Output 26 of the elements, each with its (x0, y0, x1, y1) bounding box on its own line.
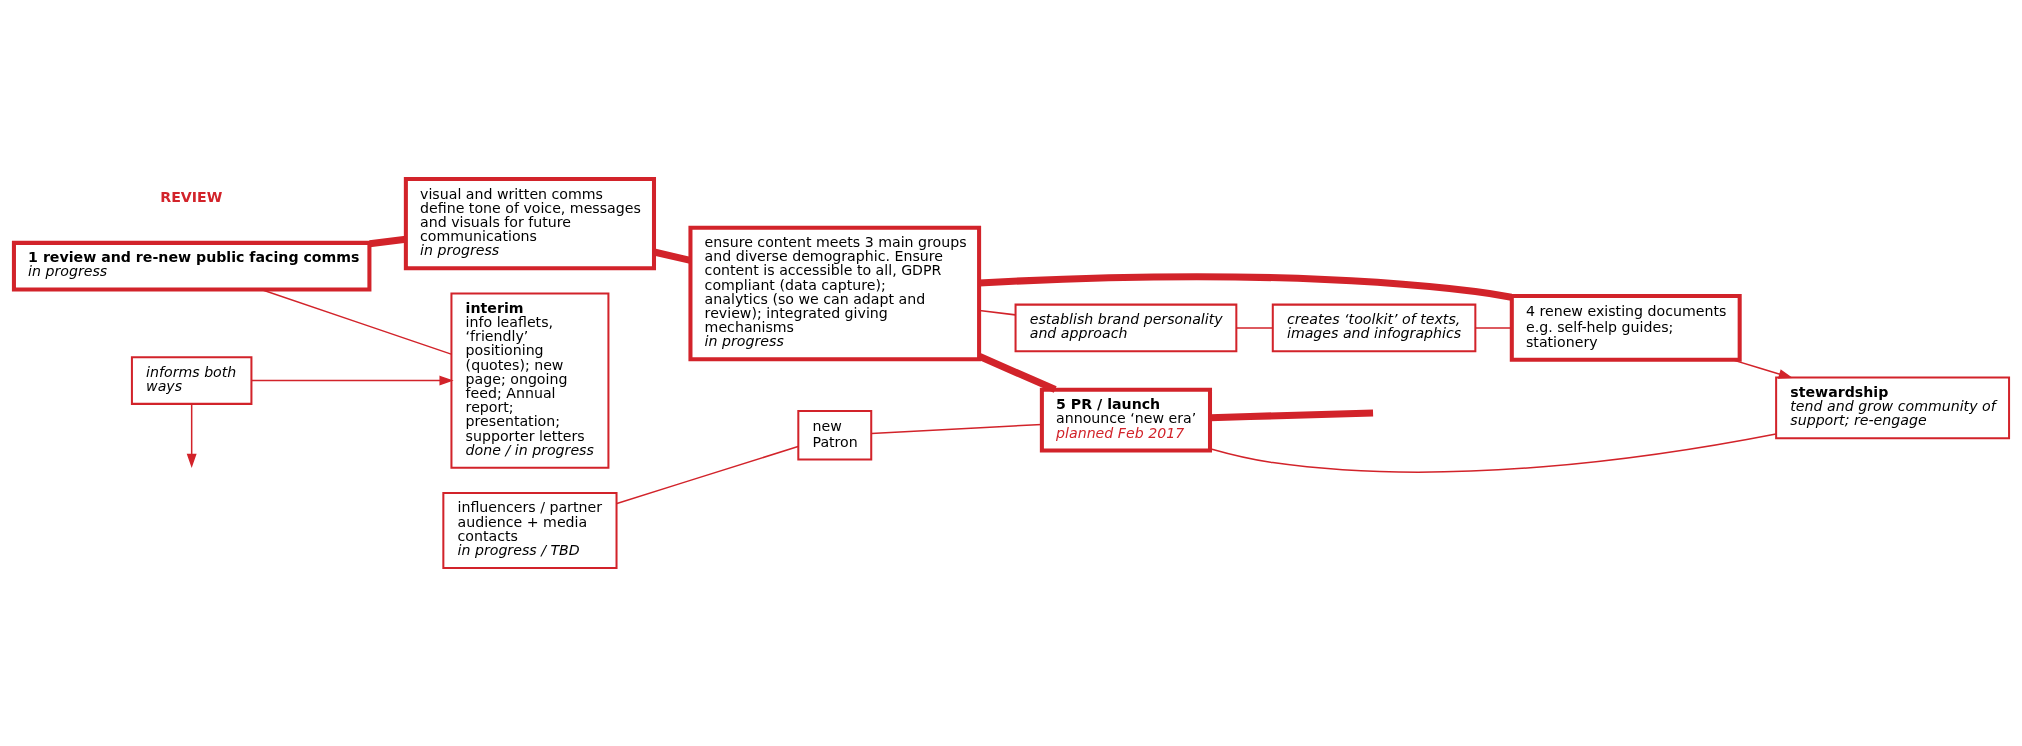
arrow (250, 375, 454, 386)
connector (368, 235, 406, 247)
connector (1474, 326, 1513, 329)
node-box: influencers / partner audience + media contacts in progress / TBD (441, 491, 618, 569)
connector (1209, 408, 1373, 421)
connector (978, 272, 1512, 301)
connector (259, 288, 452, 355)
node-box: creates ‘toolkit’ of texts, images and infographics (1271, 303, 1476, 352)
node-box: 5 PR / launch announce ‘new era’ planned Feb 2017 (1039, 387, 1212, 452)
connector (978, 309, 1016, 316)
node-box: 4 renew existing documents e.g. self-help guides; stationery (1509, 293, 1742, 362)
label: REVIEW (159, 188, 222, 205)
arrow (186, 402, 197, 468)
node-box: stewardship tend and grow community of support; re-engage (1774, 376, 2010, 439)
node-box: informs both ways (130, 355, 252, 405)
node-box: interim info leaflets, ‘friendly’ positioning (quotes); new page; ongoing feed; Annual report; presentation; supporter letters done / in progress (449, 291, 609, 469)
node-box: establish brand personality and approach (1014, 303, 1237, 352)
node-box: visual and written comms define tone of voice, messages and visuals for future communications in progress (403, 176, 656, 270)
connector (1235, 326, 1273, 329)
connector (615, 445, 799, 504)
arrow (1731, 358, 1793, 379)
node-box: ensure content meets 3 main groups and diverse demographic. Ensure content is accessible to all, GDPR compliant (data capture); analytics (so we can adapt and review); integrated giving mechanisms in progress (687, 225, 981, 361)
connector (977, 352, 1057, 393)
connector (870, 423, 1043, 434)
node-box: new Patron (796, 409, 872, 461)
node-box: 1 review and re-new public facing comms in progress (11, 240, 371, 291)
